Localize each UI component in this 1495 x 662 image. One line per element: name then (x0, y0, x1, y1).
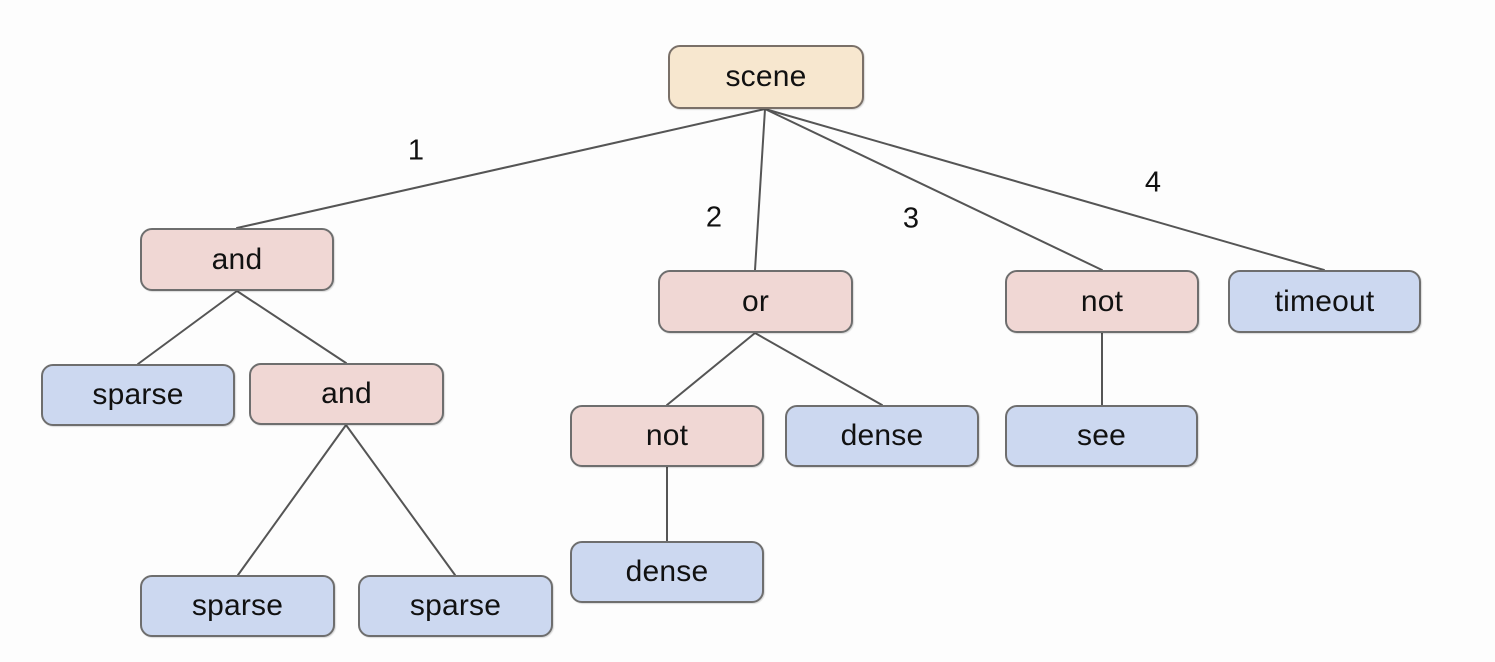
tree-node-dense1[interactable]: dense (785, 405, 979, 467)
tree-node-and2[interactable]: and (249, 363, 444, 425)
edge-label-3: 3 (902, 202, 920, 235)
tree-node-not2[interactable]: not (1005, 270, 1199, 333)
tree-node-sparse3[interactable]: sparse (358, 575, 553, 637)
tree-edge-scene-to-timeout1 (764, 108, 1325, 271)
tree-edge-and2-to-sparse2 (237, 424, 347, 576)
tree-edge-or1-to-dense1 (754, 332, 883, 406)
tree-node-timeout1[interactable]: timeout (1228, 270, 1421, 333)
edge-label-1: 1 (407, 134, 425, 167)
tree-node-label: see (1077, 419, 1126, 452)
tree-edge-and1-to-sparse1 (137, 290, 238, 365)
tree-node-and1[interactable]: and (140, 228, 334, 291)
tree-edge-and1-to-and2 (236, 290, 347, 364)
tree-node-label: or (741, 284, 770, 318)
tree-node-label: and (321, 377, 372, 410)
tree-edge-scene-to-or1 (754, 108, 766, 271)
tree-edge-or1-to-not1 (666, 332, 756, 406)
tree-node-dense2[interactable]: dense (570, 541, 764, 603)
tree-node-label: sparse (409, 589, 502, 622)
tree-node-label: scene (725, 60, 807, 93)
tree-node-label: sparse (191, 589, 284, 622)
tree-node-label: sparse (92, 378, 184, 411)
tree-node-label: not (645, 419, 689, 452)
tree-node-label: not (1080, 284, 1124, 318)
tree-node-label: timeout (1274, 284, 1375, 318)
tree-node-sparse1[interactable]: sparse (41, 364, 235, 426)
tree-node-see1[interactable]: see (1005, 405, 1198, 467)
tree-node-label: dense (625, 555, 709, 588)
tree-edge-and2-to-sparse3 (345, 424, 456, 576)
tree-node-sparse2[interactable]: sparse (140, 575, 335, 637)
tree-node-or1[interactable]: or (658, 270, 853, 333)
tree-node-scene[interactable]: scene (668, 45, 864, 109)
tree-node-not1[interactable]: not (570, 405, 764, 467)
tree-node-label: and (211, 242, 263, 276)
tree-edge-scene-to-and1 (236, 108, 766, 229)
edge-label-4: 4 (1144, 166, 1162, 199)
tree-edge-scene-to-not2 (764, 108, 1103, 271)
tree-node-label: dense (840, 419, 924, 452)
edge-label-2: 2 (705, 201, 723, 234)
